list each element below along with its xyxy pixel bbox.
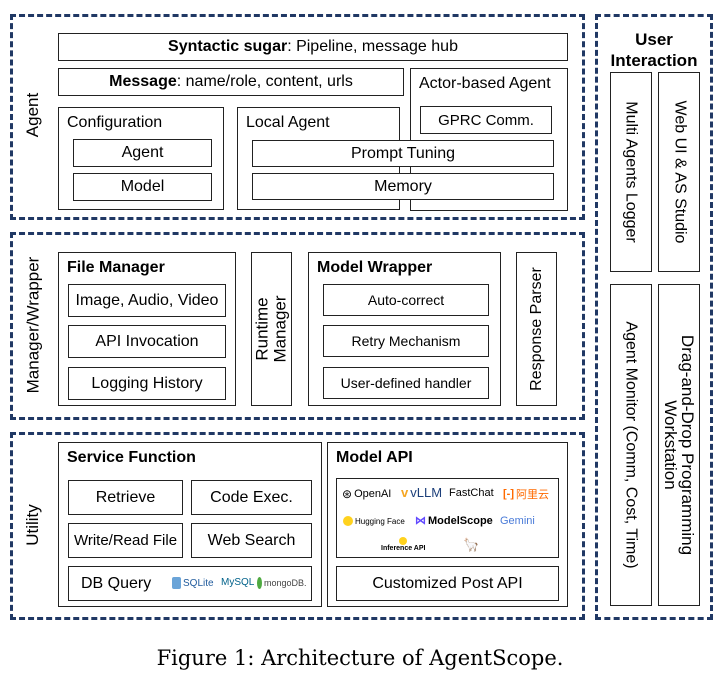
huggingface-logo-icon: Hugging Face — [343, 516, 405, 526]
config-model-label: Model — [120, 178, 165, 195]
model-api-title: Model API — [336, 449, 413, 466]
mongodb-logo-icon: mongoDB. — [257, 577, 307, 589]
file-manager-media-label: Image, Audio, Video — [75, 291, 219, 309]
configuration-title: Configuration — [67, 114, 163, 131]
agent-layer-label: Agent — [23, 92, 42, 138]
retrieve-box: Retrieve — [68, 480, 183, 515]
web-search-box: Web Search — [191, 523, 312, 558]
figure-caption: Figure 1: Architecture of AgentScope. — [156, 646, 564, 670]
web-ui-studio-label: Web UI & AS Studio — [671, 100, 689, 244]
actor-based-agent-title: Actor-based Agent — [419, 75, 551, 92]
memory-box: Memory — [252, 173, 554, 200]
db-query-label: DB Query — [81, 575, 152, 592]
auto-correct-label: Auto-correct — [367, 292, 445, 308]
message-label: Message — [109, 73, 177, 90]
user-defined-handler-box: User-defined handler — [323, 367, 489, 399]
model-wrapper-title: Model Wrapper — [317, 259, 433, 276]
prompt-tuning-box: Prompt Tuning — [252, 140, 554, 167]
customized-post-api-box: Customized Post API — [336, 566, 559, 601]
multi-agents-logger-label: Multi Agents Logger — [623, 101, 641, 243]
llama-logo-icon: 🦙 — [463, 537, 480, 552]
retry-mechanism-box: Retry Mechanism — [323, 325, 489, 357]
inference-api-logo-icon: Inference API — [381, 537, 425, 552]
response-parser-label: Response Parser — [527, 267, 545, 391]
file-manager-api-box: API Invocation — [68, 325, 226, 358]
file-manager-title: File Manager — [67, 259, 165, 276]
auto-correct-box: Auto-correct — [323, 284, 489, 316]
code-exec-box: Code Exec. — [191, 480, 312, 515]
prompt-tuning-label: Prompt Tuning — [350, 144, 456, 162]
retrieve-label: Retrieve — [95, 488, 156, 506]
service-function-title: Service Function — [67, 449, 196, 466]
memory-label: Memory — [374, 177, 432, 195]
config-agent-label: Agent — [121, 144, 164, 161]
file-manager-media-box: Image, Audio, Video — [68, 284, 226, 317]
file-manager-logging-label: Logging History — [91, 374, 203, 392]
file-manager-logging-box: Logging History — [68, 367, 226, 400]
local-agent-title: Local Agent — [246, 114, 330, 131]
agent-layer — [10, 14, 585, 220]
grpc-comm-box: GPRC Comm. — [420, 106, 552, 134]
multi-agents-logger-box: Multi Agents Logger — [610, 72, 652, 272]
manager-wrapper-layer-label: Manager/Wrapper — [23, 256, 43, 394]
manager-wrapper-layer — [10, 232, 585, 420]
runtime-manager-box: Runtime Manager — [251, 252, 292, 406]
web-ui-studio-box: Web UI & AS Studio — [658, 72, 700, 272]
gemini-logo-icon: Gemini — [500, 515, 535, 527]
drag-drop-line1: Drag-and-Drop Programming — [678, 334, 698, 556]
utility-layer — [10, 432, 585, 620]
message-box: Message: name/role, content, urls — [58, 68, 404, 96]
user-defined-handler-label: User-defined handler — [340, 375, 472, 391]
agent-monitor-label: Agent Monitor (Comm, Cost, Time) — [623, 321, 641, 569]
syntactic-sugar-box: Syntactic sugar: Pipeline, message hub — [58, 33, 568, 61]
sqlite-logo-icon: SQLite — [172, 577, 214, 589]
utility-layer-label: Utility — [23, 504, 42, 546]
runtime-manager-line1: Runtime — [252, 297, 272, 361]
drag-drop-line2: Workstation — [661, 400, 681, 490]
drag-drop-workstation-box: Drag-and-Drop Programming Workstation — [658, 284, 700, 606]
runtime-manager-line2: Manager — [270, 295, 290, 363]
write-read-file-box: Write/Read File — [68, 523, 183, 558]
user-interaction-title: User Interaction — [610, 30, 698, 70]
config-model-box: Model — [73, 173, 212, 201]
agent-monitor-box: Agent Monitor (Comm, Cost, Time) — [610, 284, 652, 606]
syntactic-sugar-text: : Pipeline, message hub — [287, 38, 458, 55]
message-text: : name/role, content, urls — [176, 73, 353, 90]
modelscope-logo-icon: ⋈ModelScope — [415, 514, 493, 528]
db-query-box: DB Query SQLite MySQL mongoDB. — [68, 566, 312, 601]
retry-mechanism-label: Retry Mechanism — [351, 333, 461, 349]
customized-post-api-label: Customized Post API — [372, 574, 523, 592]
fastchat-logo-icon: FastChat — [449, 487, 494, 499]
user-interaction-panel — [595, 14, 713, 620]
syntactic-sugar-label: Syntactic sugar — [168, 38, 288, 55]
response-parser-box: Response Parser — [516, 252, 557, 406]
file-manager-api-label: API Invocation — [95, 332, 199, 350]
web-search-label: Web Search — [207, 531, 296, 549]
openai-logo-icon: ⊛OpenAI — [342, 487, 392, 501]
grpc-comm-label: GPRC Comm. — [438, 111, 534, 129]
write-read-file-label: Write/Read File — [73, 532, 178, 549]
aliyun-logo-icon: [-]阿里云 — [503, 488, 549, 501]
mysql-logo-icon: MySQL — [221, 577, 255, 588]
code-exec-label: Code Exec. — [210, 488, 293, 506]
config-agent-box: Agent — [73, 139, 212, 167]
